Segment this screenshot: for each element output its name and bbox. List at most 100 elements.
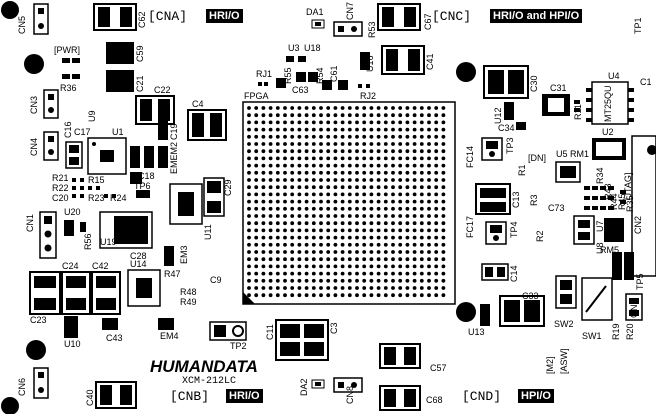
- cnd-header: [CND]: [462, 389, 502, 404]
- cn1-connector: [39, 211, 57, 259]
- u12-c34: [504, 100, 580, 130]
- label-u18: U18: [304, 43, 321, 53]
- tp4-testpoint: [485, 221, 507, 245]
- label-cn5: CN5: [17, 15, 27, 34]
- tp3-testpoint: [481, 137, 503, 161]
- label-r54: R54: [315, 67, 325, 84]
- label-c13: C13: [511, 191, 521, 208]
- label-r56: R56: [83, 233, 93, 250]
- mount-hole-tl: [1, 1, 19, 19]
- label-rm5: RM5: [600, 245, 620, 255]
- label-r21: R21: [52, 173, 69, 183]
- u2-chip: [592, 138, 626, 160]
- cn3-connector: [43, 89, 59, 119]
- label-c9: C9: [210, 275, 222, 285]
- label-r20: R20: [625, 323, 635, 340]
- label-c3: C3: [329, 322, 339, 334]
- resistor-array-right: [584, 186, 626, 210]
- label-u13: U13: [468, 327, 485, 337]
- c40-cap: [95, 381, 137, 409]
- label-r15: R15: [88, 175, 105, 185]
- fpga-label: FPGA: [244, 91, 269, 101]
- label-r47: R47: [164, 269, 181, 279]
- label-r53: R53: [367, 21, 377, 38]
- cn6-connector: [33, 367, 49, 399]
- label-r34: R34: [595, 167, 605, 184]
- label-c40: C40: [85, 389, 95, 406]
- label-c20: C20: [52, 193, 69, 203]
- label-c29: C29: [223, 179, 233, 196]
- label-em4: EM4: [160, 331, 179, 341]
- label-c4: C4: [192, 99, 204, 109]
- cn7-connector: [333, 21, 363, 37]
- label-cn3: CN3: [29, 95, 39, 114]
- emem2-block: [130, 118, 168, 184]
- cnb-header: [CNB]: [170, 389, 210, 404]
- label-c68: C68: [426, 395, 443, 405]
- label-r49: R49: [180, 297, 197, 307]
- u11-module: [169, 183, 203, 225]
- label-c57: C57: [430, 363, 447, 373]
- label-c19: C19: [169, 123, 179, 140]
- label-r24: R24: [110, 193, 127, 203]
- label-r2: R2: [535, 230, 545, 242]
- label-u11: U11: [203, 224, 213, 240]
- label-c28: C28: [130, 251, 147, 261]
- mount-hole-tl2: [24, 54, 44, 74]
- c33-cap: [499, 295, 545, 327]
- mount-hole-bl2: [1, 397, 19, 414]
- label-gnd: GND: [629, 298, 639, 318]
- label-tp1: TP1: [633, 17, 643, 34]
- label-c1: C1: [640, 77, 652, 87]
- label-c23: C23: [30, 315, 47, 325]
- label-r19: R19: [611, 323, 621, 340]
- model-number: XCM-212LC: [182, 376, 237, 387]
- gnd-pads: [625, 293, 643, 321]
- label-fc14: FC14: [465, 145, 475, 168]
- cnc-header: [CNC]: [432, 9, 472, 24]
- label-u9: U9: [87, 110, 97, 122]
- fpga-pin1-marker: [243, 292, 255, 304]
- label-cn2: CN2: [633, 215, 643, 234]
- label-u19: U19: [100, 237, 117, 247]
- label-r48: R48: [180, 287, 197, 297]
- cnc-badge: HRI/O and HPI/O: [490, 9, 583, 24]
- label-tp4: TP4: [509, 221, 519, 238]
- label-emem2: EMEM2: [169, 141, 179, 174]
- label-tp3: TP3: [505, 137, 515, 154]
- u5-chip: [555, 161, 581, 183]
- label-sw1: SW1: [582, 331, 602, 341]
- u3-u18-parts: [258, 56, 370, 90]
- label-c22: C22: [154, 85, 171, 95]
- jtag-connector: [631, 135, 656, 277]
- da2-led: [311, 379, 325, 389]
- mount-hole-bl: [26, 340, 46, 360]
- cna-header: [CNA]: [148, 9, 188, 24]
- label-r3: R3: [529, 194, 539, 206]
- label-u10: U10: [64, 339, 81, 349]
- label-c67: C67: [423, 13, 433, 30]
- label-c73: C73: [548, 203, 565, 213]
- label-cn7: CN7: [345, 1, 355, 20]
- em3-block: [164, 246, 174, 266]
- label-r55: R55: [283, 67, 293, 84]
- c31-cap: [542, 94, 570, 116]
- label-fc17: FC17: [465, 215, 475, 238]
- label-u20: U20: [64, 207, 81, 217]
- label-dn: [DN]: [528, 153, 546, 163]
- fpga-outline: [242, 101, 456, 305]
- c13-cap: [475, 183, 511, 215]
- label-c33: C33: [522, 291, 539, 301]
- label-u1: U1: [112, 127, 124, 137]
- label-u2: U2: [602, 127, 614, 137]
- label-rj1: RJ1: [256, 69, 273, 79]
- label-c62: C62: [137, 11, 147, 28]
- l1-l2-parts: [612, 252, 634, 280]
- u1-qfn: [87, 137, 127, 175]
- c14-cap: [481, 263, 509, 281]
- label-u5: U5: [556, 149, 568, 159]
- label-tp5: TP5: [635, 273, 645, 290]
- u16-c41-parts: [360, 45, 425, 75]
- label-u12: U12: [493, 107, 503, 124]
